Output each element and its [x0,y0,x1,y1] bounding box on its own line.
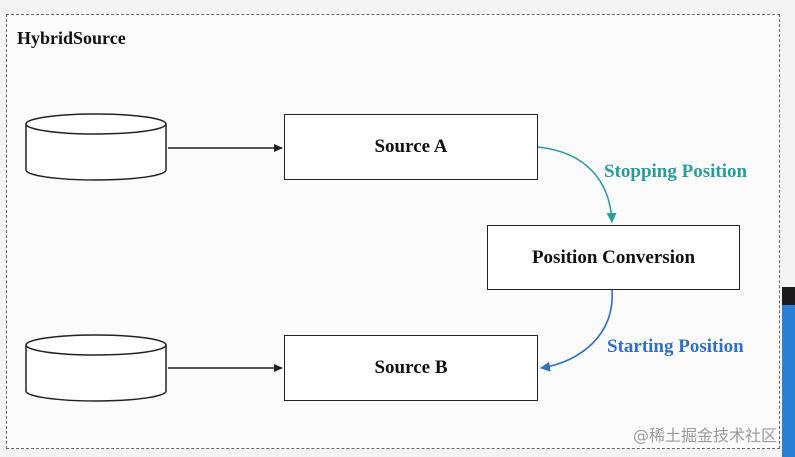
diagram-title: HybridSource [17,28,126,48]
database-icon-a [25,113,167,181]
watermark-text: @稀土掘金技术社区 [633,426,778,445]
stopping-position-label: Stopping Position [604,161,748,182]
starting-position-label: Starting Position [607,336,744,357]
side-panel-edge-top [782,287,795,305]
source-b-label: Source B [374,357,448,378]
position-conversion-label: Position Conversion [531,246,696,268]
side-panel-edge [782,287,795,457]
source-b-box: Source B [284,335,538,401]
arrow-starting-position [540,289,613,372]
database-icon-b [25,334,167,402]
source-a-label: Source A [374,136,448,157]
source-a-box: Source A [284,114,538,180]
position-conversion-box: Position Conversion [487,225,740,290]
arrow-stopping-position [537,146,617,223]
